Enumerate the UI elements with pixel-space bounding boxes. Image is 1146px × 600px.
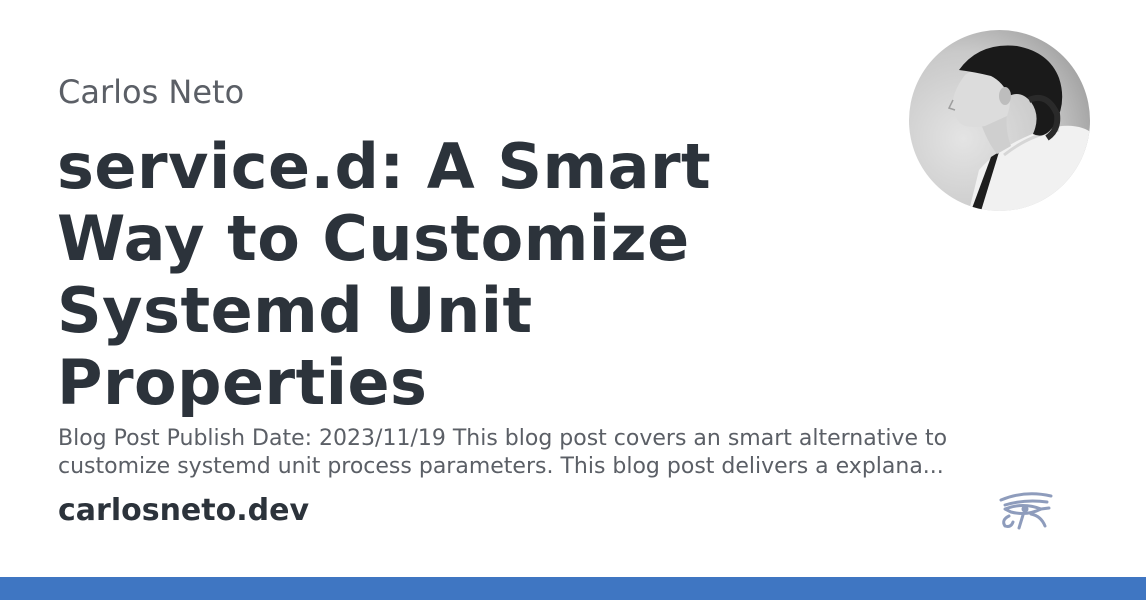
eye-of-horus-icon [997, 490, 1055, 532]
post-description: Blog Post Publish Date: 2023/11/19 This … [58, 426, 948, 479]
site-domain: carlosneto.dev [58, 493, 310, 528]
author-name: Carlos Neto [58, 73, 245, 111]
accent-bar [0, 577, 1146, 600]
avatar [909, 30, 1090, 211]
post-title: service.d: A Smart Way to Customize Syst… [57, 130, 712, 419]
author-portrait [909, 30, 1090, 211]
